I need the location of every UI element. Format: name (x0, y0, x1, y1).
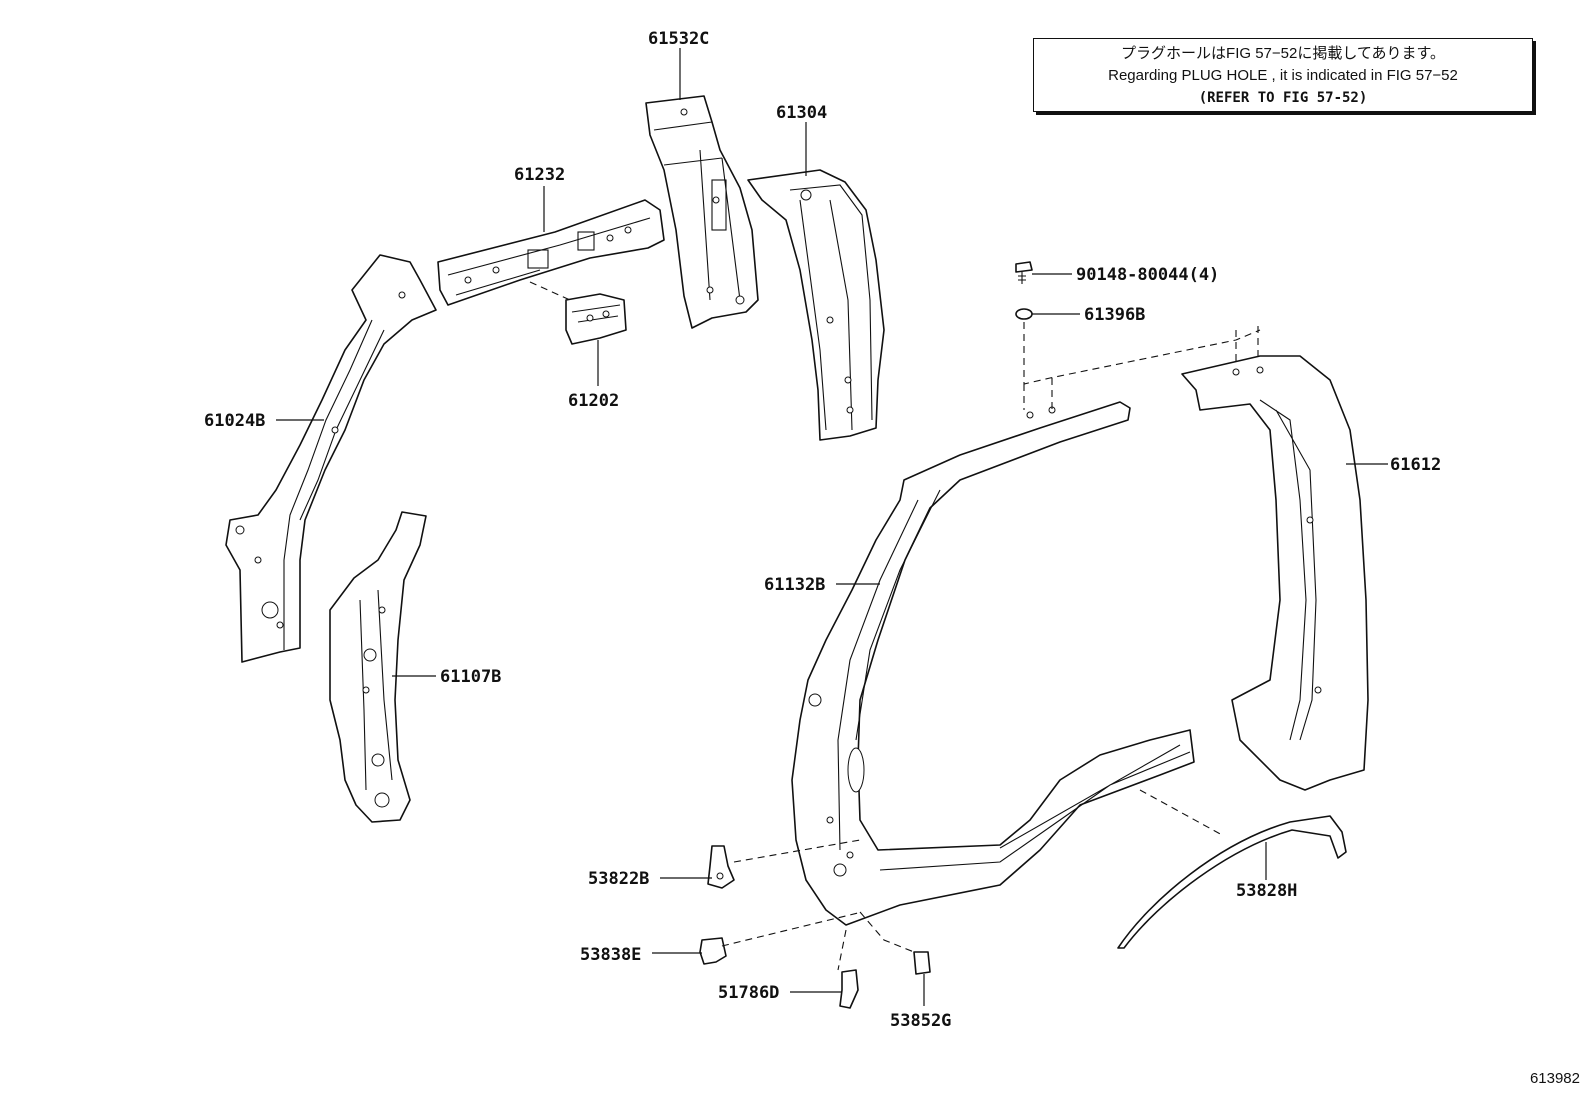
assembly-dashed-lines (529, 281, 1261, 971)
part-53852g-drawing (913, 951, 931, 975)
label-53828h: 53828H (1236, 881, 1297, 901)
label-90148-80044: 90148-80044(4) (1076, 265, 1219, 285)
plug-hole-note: プラグホールはFIG 57−52に掲載してあります。 Regarding PLU… (1033, 38, 1533, 112)
part-61304-drawing (747, 169, 885, 441)
part-90148-bolt-drawing (1015, 261, 1033, 284)
part-53828h-drawing (1117, 815, 1347, 949)
label-53822b: 53822B (588, 869, 649, 889)
part-61024b-drawing (225, 254, 437, 663)
part-61107b-drawing (329, 511, 427, 823)
part-labels: 61532C 61304 61232 61202 61024B 61107B 9… (204, 29, 1441, 1031)
part-53838e-drawing (699, 937, 727, 965)
part-61132b-drawing (791, 401, 1195, 926)
label-61532c: 61532C (648, 29, 709, 49)
label-61132b: 61132B (764, 575, 825, 595)
label-53852g: 53852G (890, 1011, 951, 1031)
note-japanese: プラグホールはFIG 57−52に掲載してあります。 (1121, 45, 1445, 62)
label-53838e: 53838E (580, 945, 641, 965)
label-61024b: 61024B (204, 411, 265, 431)
note-english: Regarding PLUG HOLE , it is indicated in… (1108, 67, 1458, 84)
part-61202-drawing (565, 293, 627, 345)
label-61396b: 61396B (1084, 305, 1145, 325)
part-61532c-drawing (645, 95, 759, 329)
label-51786d: 51786D (718, 983, 779, 1003)
leader-lines (276, 48, 1388, 1006)
part-61232-drawing (437, 199, 665, 306)
label-61107b: 61107B (440, 667, 501, 687)
label-61304: 61304 (776, 103, 827, 123)
label-61202: 61202 (568, 391, 619, 411)
figure-id: 613982 (1529, 1070, 1580, 1087)
part-51786d-drawing (839, 969, 859, 1009)
part-53822b-drawing (707, 845, 735, 889)
note-refer-link[interactable]: (REFER TO FIG 57-52) (1198, 90, 1368, 106)
part-61612-drawing (1181, 355, 1369, 791)
part-61396b-nut-drawing (1015, 308, 1033, 320)
label-61612: 61612 (1390, 455, 1441, 475)
label-61232: 61232 (514, 165, 565, 185)
